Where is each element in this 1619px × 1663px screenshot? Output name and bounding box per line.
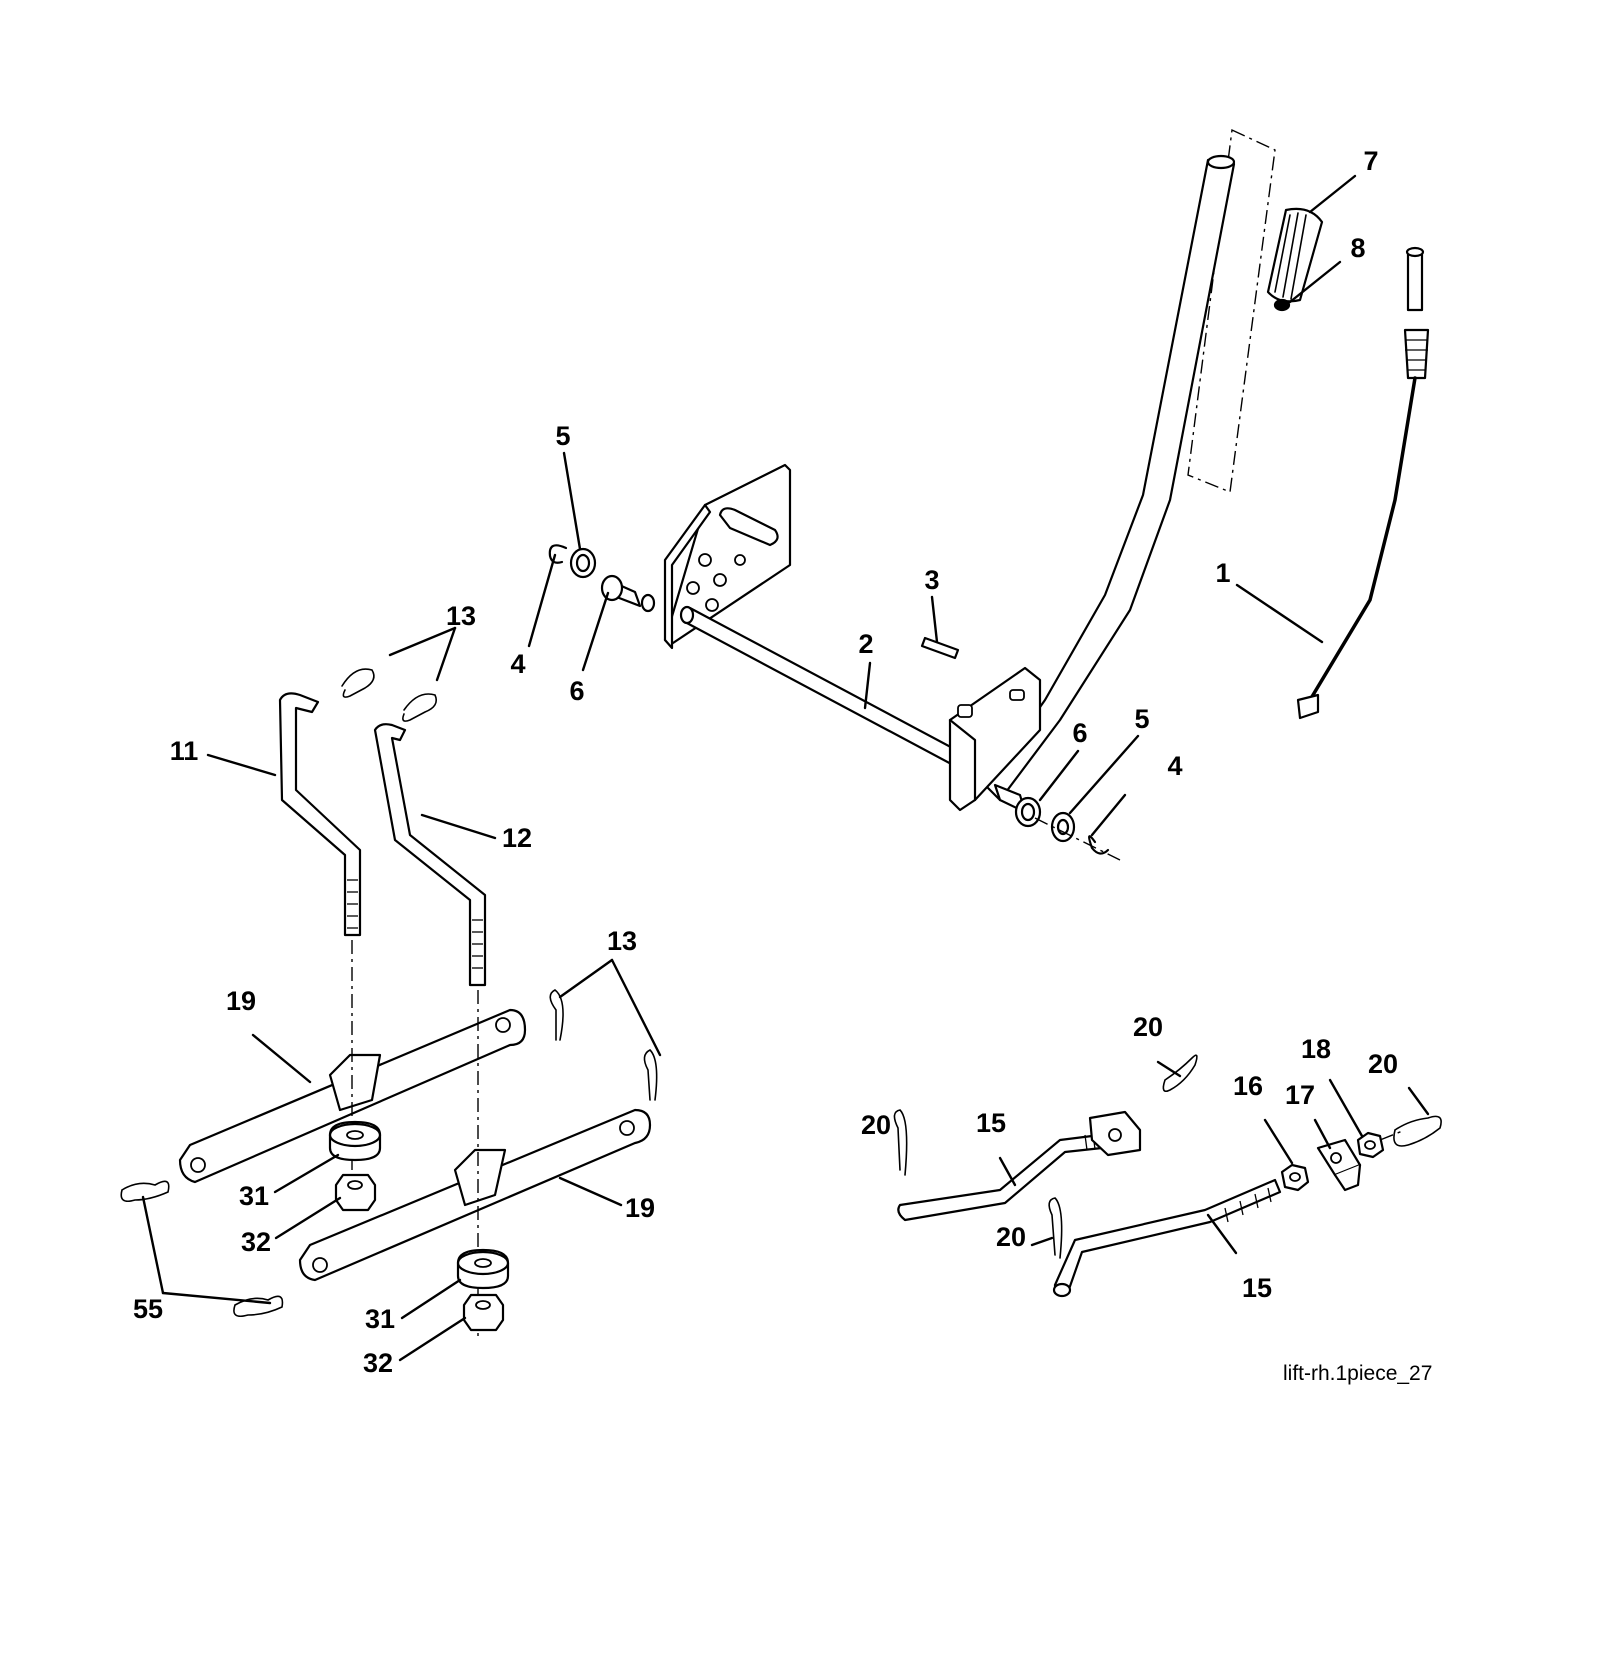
callout-13-top: 13 — [446, 601, 476, 631]
callout-6-left: 6 — [569, 676, 584, 706]
callout-20-a: 20 — [1133, 1012, 1163, 1042]
callout-12: 12 — [502, 823, 532, 853]
hairpin-clip-13-top-b — [402, 693, 438, 722]
lift-link-left — [278, 692, 362, 937]
trunnion-17 — [1316, 1138, 1362, 1192]
lift-link-right — [373, 723, 487, 987]
hairpin-clip-20-a — [1162, 1054, 1198, 1093]
callout-18: 18 — [1301, 1034, 1331, 1064]
callout-5-left: 5 — [555, 421, 570, 451]
bushing-right — [993, 783, 1042, 828]
leader-lines — [141, 174, 1430, 1362]
figure-id-label: lift-rh.1piece_27 — [1283, 1362, 1432, 1385]
callout-4-right: 4 — [1167, 751, 1182, 781]
grommet-upper — [328, 1120, 382, 1162]
retaining-ring-right — [1088, 835, 1110, 855]
hairpin-clip-20-d — [1393, 1115, 1442, 1147]
callout-3: 3 — [924, 565, 939, 595]
lift-shaft — [679, 605, 992, 784]
bushing-left — [600, 574, 656, 613]
handle-grip-phantom — [1187, 128, 1276, 493]
hex-nut-16 — [1280, 1163, 1310, 1192]
callout-15-upper: 15 — [976, 1108, 1006, 1138]
grip-cap — [1273, 298, 1291, 312]
hairpin-clip-20-b — [893, 1109, 908, 1176]
hairpin-clip-20-c — [1048, 1197, 1063, 1259]
hairpin-clip-55-b — [233, 1295, 284, 1318]
roll-pin — [920, 636, 960, 660]
deck-rod-upper — [897, 1110, 1142, 1222]
callout-4-left: 4 — [510, 649, 525, 679]
nut-lower — [462, 1293, 505, 1332]
deck-rod-lower — [1052, 1178, 1282, 1298]
callout-19-upper: 19 — [226, 986, 256, 1016]
hairpin-clip-13-top-a — [341, 668, 375, 698]
callout-17: 17 — [1285, 1080, 1315, 1110]
lift-cable — [1296, 246, 1430, 720]
hex-nut-18 — [1356, 1131, 1385, 1159]
callout-2: 2 — [858, 629, 873, 659]
hairpin-clip-13-arm-a — [549, 989, 564, 1041]
callout-31-upper: 31 — [239, 1181, 269, 1211]
callout-31-lower: 31 — [365, 1304, 395, 1334]
nut-upper — [334, 1173, 377, 1212]
hairpin-clip-13-arm-b — [643, 1049, 658, 1101]
lift-arm-lower — [298, 1108, 652, 1282]
washer-left — [569, 547, 597, 579]
callout-55: 55 — [133, 1294, 163, 1324]
grommet-lower — [456, 1248, 510, 1290]
callout-32-lower: 32 — [363, 1348, 393, 1378]
callout-20-b: 20 — [861, 1110, 891, 1140]
handle-grip — [1266, 207, 1324, 303]
callout-20-c: 20 — [996, 1222, 1026, 1252]
callout-6-right: 6 — [1072, 718, 1087, 748]
callout-1: 1 — [1215, 558, 1230, 588]
shaft-arm-bracket — [948, 666, 1042, 812]
hairpin-clip-55-a — [120, 1180, 170, 1203]
washer-right — [1050, 811, 1076, 843]
callout-5-right: 5 — [1134, 704, 1149, 734]
callout-11: 11 — [170, 736, 199, 766]
callout-13-arm: 13 — [607, 926, 637, 956]
bracket-plate — [663, 463, 792, 650]
callout-15-lower: 15 — [1242, 1273, 1272, 1303]
callout-16: 16 — [1233, 1071, 1263, 1101]
callout-20-d: 20 — [1368, 1049, 1398, 1079]
retaining-ring-left — [548, 544, 568, 564]
callout-8: 8 — [1350, 233, 1365, 263]
callout-19-lower: 19 — [625, 1193, 655, 1223]
callout-7: 7 — [1363, 146, 1378, 176]
callout-32-upper: 32 — [241, 1227, 271, 1257]
